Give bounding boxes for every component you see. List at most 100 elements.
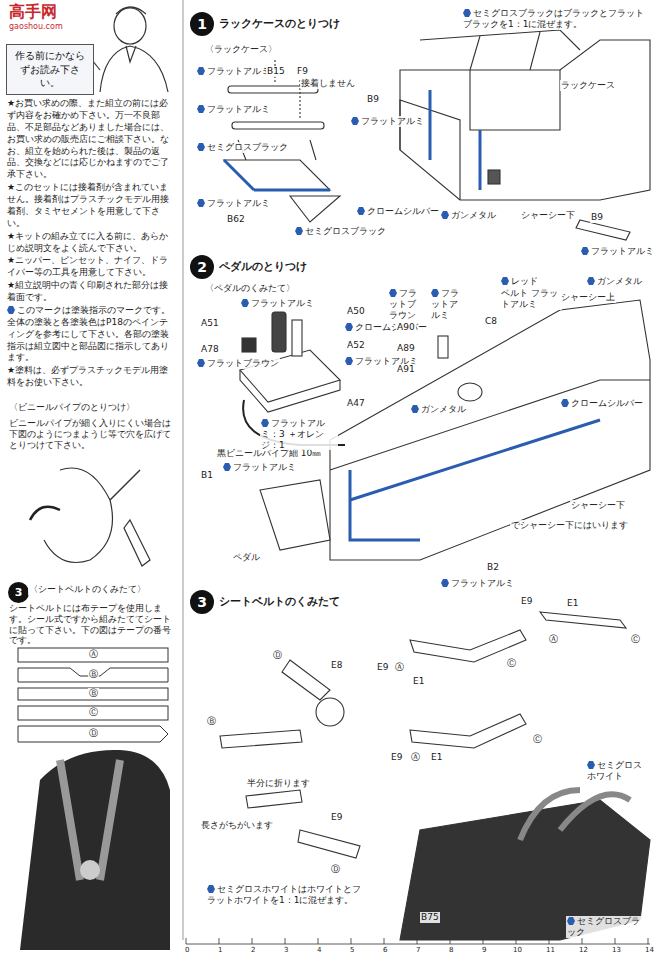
step-number-text: 3 (197, 594, 207, 610)
part-label: ラックケース (560, 80, 616, 91)
paint-callout: フラットアルミ：3 ＋オレンジ：1 (260, 418, 338, 450)
paint-callout: セミグロスブラック (566, 916, 644, 938)
part-label: シートベルトには布テープを使用します。シール式ですから組みたててシートに貼って下… (8, 603, 176, 646)
part-label: 〈シートベルトのくみたて〉 (28, 584, 147, 595)
ruler-number: 13 (611, 946, 622, 954)
step-number: 2 (190, 255, 214, 279)
part-label: Ⓐ (394, 662, 405, 673)
ruler-number: 3 (283, 946, 289, 954)
paint-callout: ガンメタル (440, 210, 497, 221)
ruler-number: 11 (545, 946, 556, 954)
part-label: E1 (412, 676, 425, 687)
part-label: A51 (200, 318, 220, 329)
watermark: 高手网 (8, 2, 58, 21)
step-number-text: 2 (197, 259, 207, 275)
paint-callout: フラットアルミ (350, 116, 425, 127)
ruler-number: 14 (644, 946, 655, 954)
part-label: A89 (396, 343, 416, 354)
part-label: Ⓒ (630, 634, 641, 645)
part-label: A91 (396, 364, 416, 375)
ruler-number: 10 (512, 946, 523, 954)
note-paragraph: ★ニッパー、ピンセット、ナイフ、ドライバー等の工具を用意して下さい。 (6, 255, 174, 279)
ruler-number: 7 (415, 946, 421, 954)
part-label: 接着しません (300, 78, 356, 89)
paint-callout: セミグロスホワイトはホワイトとフラットホワイトを1：1に混ぜます。 (206, 884, 368, 906)
part-label: Ⓑ (88, 669, 99, 680)
note-paragraph: ★このセットには接着剤が含まれていません。接着剤はプラスチックモデル用接着剤、タ… (6, 182, 174, 230)
part-label: Ⓒ (532, 734, 543, 745)
part-label: A90 (396, 322, 416, 333)
ruler-number: 2 (250, 946, 256, 954)
ruler-number: 6 (382, 946, 388, 954)
ruler-number: 0 (184, 946, 190, 954)
part-label: Ⓓ (272, 650, 283, 661)
part-label: Ⓑ (88, 688, 99, 699)
part-label: Ⓓ (330, 864, 341, 875)
ruler-number: 5 (349, 946, 355, 954)
part-label: Ⓑ (206, 716, 217, 727)
paint-callout: ガンメタル (586, 276, 643, 287)
ruler-number: 4 (316, 946, 322, 954)
step-number-text: 3 (15, 586, 23, 599)
part-label: E8 (330, 660, 343, 671)
part-label: A47 (346, 398, 366, 409)
part-label: Ⓐ (88, 649, 99, 660)
ruler-number: 1 (217, 946, 223, 954)
ruler-number: 12 (578, 946, 589, 954)
part-label: シャーシー下 (520, 210, 576, 221)
part-label: Ⓒ (506, 658, 517, 669)
paint-callout: フラットブラウン (388, 288, 424, 320)
paint-callout: セミグロスホワイト (586, 760, 650, 782)
ruler-number: 8 (448, 946, 454, 954)
note-paragraph: ★キットの組み立てに入る前に、あらかじめ説明文をよく読んで下さい。 (6, 231, 174, 255)
part-label: シャーシー下 (570, 500, 626, 511)
part-label: C8 (484, 316, 498, 327)
watermark: gaoshou.com (8, 22, 64, 32)
part-label: B15 (266, 66, 286, 77)
ruler-number: 9 (481, 946, 487, 954)
step-number: 3 (190, 590, 214, 614)
step-heading: ラックケースのとりつけ (218, 17, 341, 30)
step-number: 3 (8, 582, 29, 603)
paint-callout: フラットアルミ (196, 104, 271, 115)
paint-callout: セミグロスブラック (196, 142, 289, 153)
part-label: E9 (330, 812, 343, 823)
note-paragraph: ★塗料は、必ずプラスチックモデル用塗料をお使い下さい。 (6, 365, 174, 389)
paint-callout: クロームシルバー (356, 206, 440, 217)
part-label: A78 (200, 344, 220, 355)
note-sign: 作る前にかならずお読み下さい。 (6, 44, 94, 95)
part-label: E9 (520, 596, 533, 607)
part-label: Ⓓ (88, 728, 99, 739)
part-label: E9 (376, 662, 389, 673)
part-label: B62 (226, 214, 246, 225)
paint-callout: セミグロスブラックはブラックとフラットブラックを1：1に混ぜます。 (462, 8, 650, 30)
paint-callout: フラットアルミ (196, 198, 271, 209)
paint-callout: フラットアルミ (240, 298, 315, 309)
part-label: B9 (366, 94, 380, 105)
step-heading: ペダルのとりつけ (218, 260, 308, 273)
part-label: Ⓐ (548, 634, 559, 645)
part-label: 長さがちがいます (200, 820, 274, 831)
part-label: 〈ビニールパイプのとりつけ〉 (8, 402, 136, 413)
part-label: B1 (200, 470, 214, 481)
part-label: 〈ペダルのくみたて〉 (204, 283, 296, 294)
paint-callout: フラットアルミ (580, 246, 655, 257)
part-label: B75 (420, 912, 440, 923)
part-label: ベルト フラットアルミ (500, 288, 562, 310)
paint-callout: ガンメタル (410, 404, 467, 415)
part-label: でシャーシー下にはいります (510, 520, 629, 531)
part-label: ビニールパイプが細く入りにくい場合は下図のようにつまようじ等で穴を広げてとりつけ… (8, 418, 176, 450)
part-label: F9 (296, 66, 309, 77)
note-paragraph: ★お買い求めの際、また組立の前には必ず内容をお確かめ下さい。万一不良部品、不足部… (6, 98, 174, 181)
part-label: 半分に折ります (246, 778, 311, 789)
paint-callout: フラットアルミ (196, 66, 271, 77)
part-label: E9 (390, 752, 403, 763)
part-label: A52 (346, 340, 366, 351)
note-text: 作る前にかならずお読み下さい。 (11, 49, 89, 90)
notes-column: ★お買い求めの際、また組立の前には必ず内容をお確かめ下さい。万一不良部品、不足部… (6, 98, 174, 390)
paint-callout: セミグロスブラック (294, 226, 387, 237)
step-number-text: 1 (197, 16, 207, 32)
paint-callout: フラットアルミ (222, 462, 297, 473)
step-heading: シートベルトのくみたて (218, 595, 341, 608)
part-label: B9 (590, 212, 604, 223)
